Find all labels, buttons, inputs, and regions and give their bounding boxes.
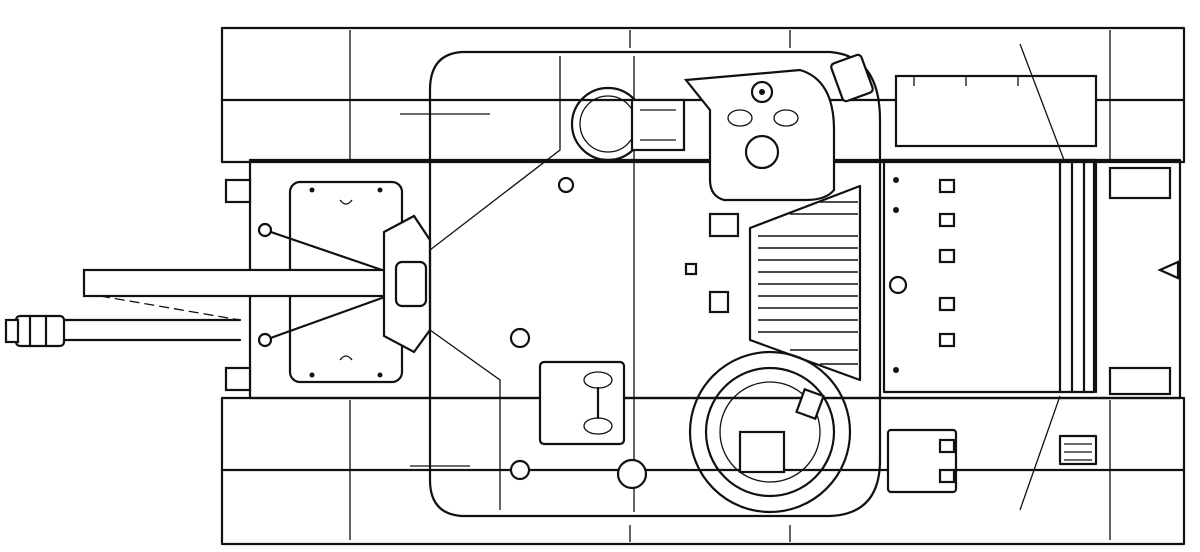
gun-mantlet [257, 214, 432, 354]
loader-hatch [688, 350, 852, 514]
engine-grille [748, 184, 862, 382]
rear-deck [886, 260, 1180, 511]
right-track-guard [220, 396, 1186, 546]
superstructure [400, 50, 882, 518]
commander-hatch [570, 86, 686, 162]
muzzle-brake [4, 314, 66, 348]
engine-deck [882, 43, 1098, 394]
gun-barrel [58, 268, 408, 342]
vision-block [538, 360, 626, 446]
periscope-housing [683, 53, 874, 238]
